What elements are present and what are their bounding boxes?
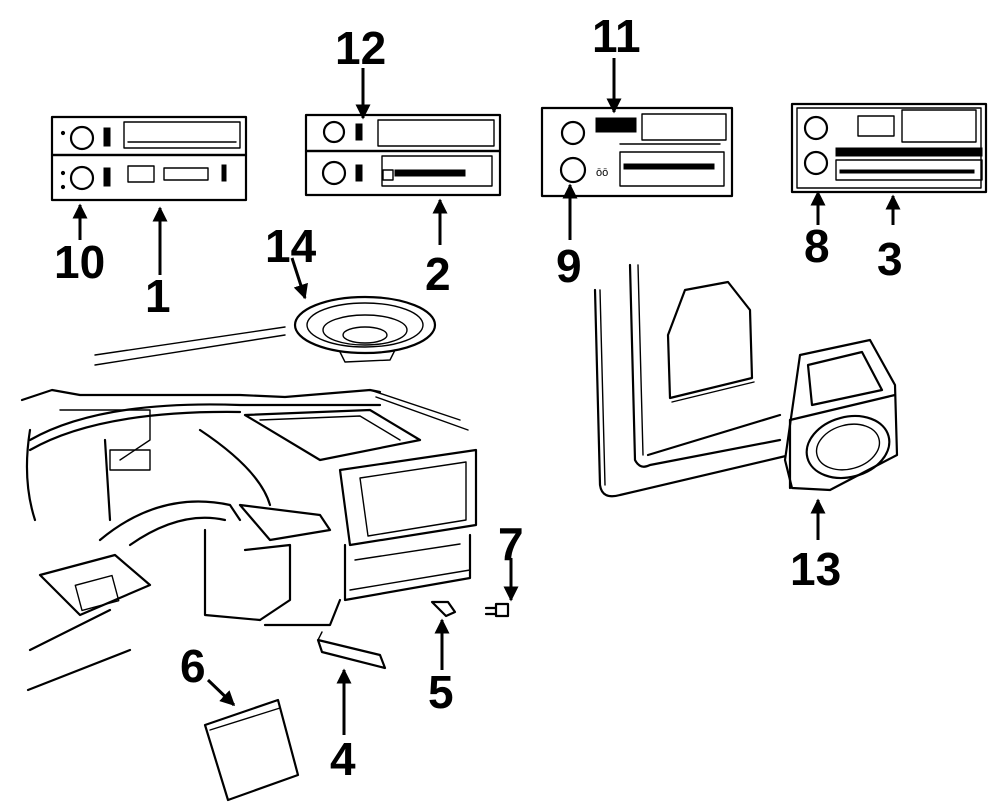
radio-unit-3[interactable] [790,102,988,194]
callout-2: 2 [425,248,451,300]
door-panel [593,263,792,498]
panel-cover[interactable] [203,698,300,802]
small-clip[interactable] [430,600,457,618]
knob-icon [69,165,95,191]
door-speaker-enclosure[interactable] [783,338,899,492]
callout-5: 5 [428,666,454,718]
knob-icon [69,125,95,151]
knob-icon [322,120,346,144]
knob-icon [803,115,829,141]
callout-10: 10 [54,236,105,288]
bracket[interactable] [316,631,387,670]
callout-8: 8 [804,220,830,272]
callout-13: 13 [790,543,841,595]
knob-icon [559,156,587,184]
radio-unit-11[interactable]: ōō [540,106,734,198]
leader-lines [72,58,901,735]
callout-7: 7 [498,518,524,570]
knob-icon [321,160,347,186]
callout-14: 14 [265,220,317,272]
knob-icon [803,150,829,176]
callout-labels: 10 1 12 2 14 11 9 8 3 13 7 5 4 6 [54,10,903,785]
callout-4: 4 [330,733,356,785]
radio-unit-1[interactable] [50,115,248,202]
callout-11: 11 [592,10,641,62]
knob-icon [560,120,586,146]
instrument-panel [20,326,478,692]
callout-6: 6 [180,640,206,692]
callout-3: 3 [877,233,903,285]
fastener-clip[interactable] [484,602,510,618]
callout-1: 1 [145,270,171,322]
callout-9: 9 [556,240,582,292]
dash-speaker[interactable] [293,295,437,363]
callout-12: 12 [335,22,386,74]
radio-unit-2[interactable] [304,113,502,197]
svg-text:ōō: ōō [596,167,608,179]
